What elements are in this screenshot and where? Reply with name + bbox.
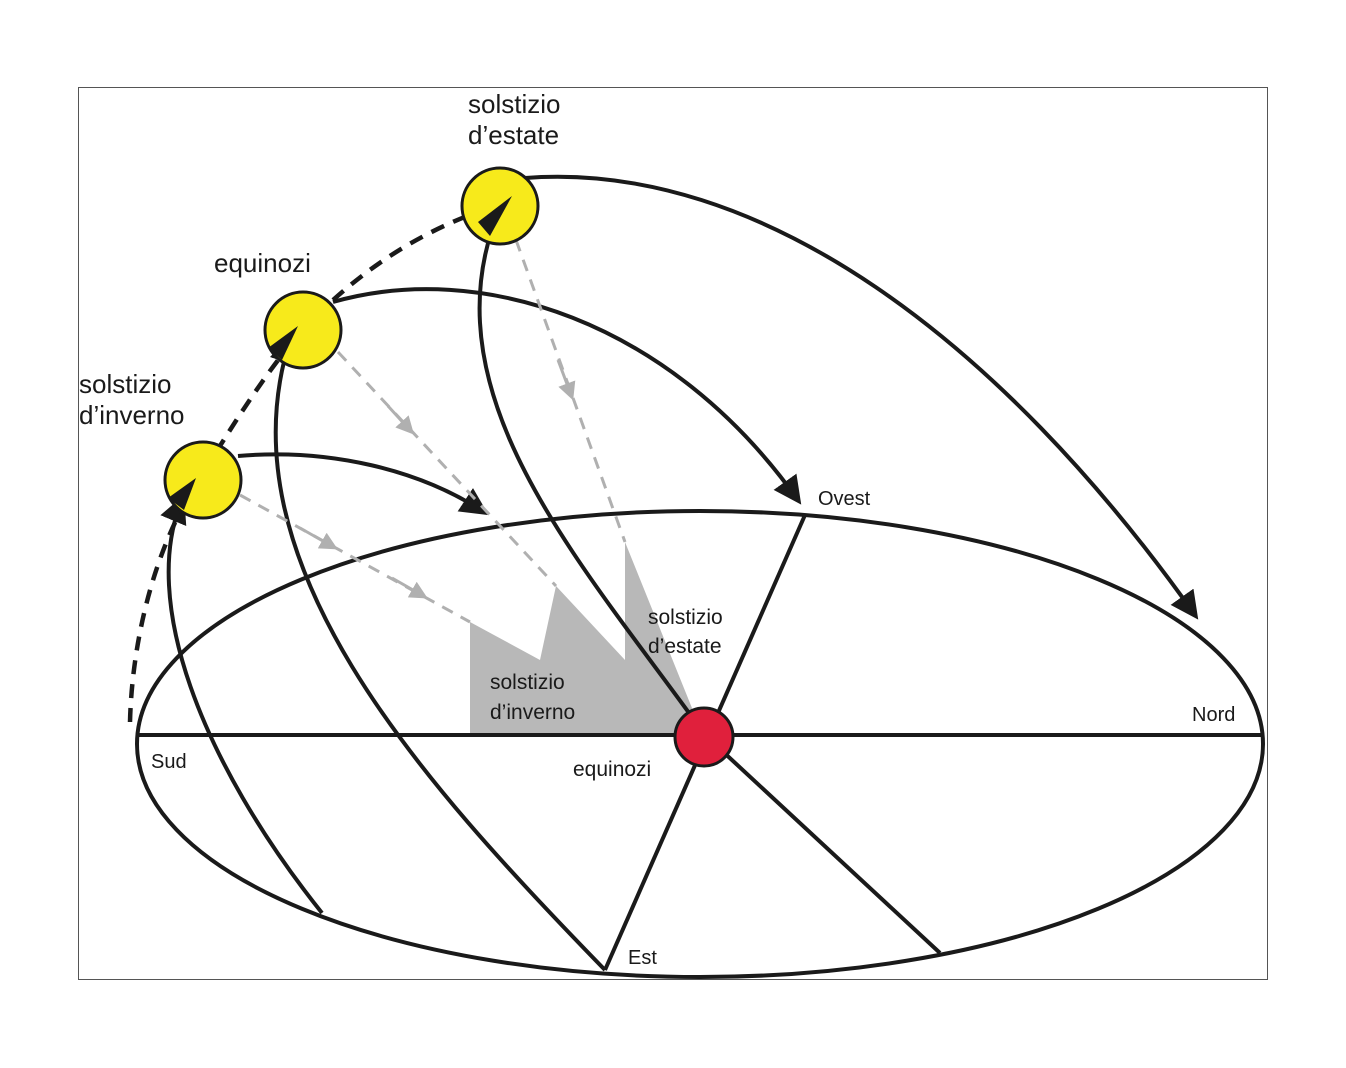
equinox-sun-label: equinozi bbox=[214, 248, 311, 278]
equinox-path-arc bbox=[332, 287, 802, 505]
declination-dashed-arc bbox=[127, 202, 499, 723]
winter-sun-label-line2: d’inverno bbox=[79, 400, 185, 430]
winter-path bbox=[160, 494, 324, 915]
summer-sun-label-line2: d’estate bbox=[468, 120, 559, 150]
sun-winter-icon bbox=[163, 440, 243, 520]
west-label: Ovest bbox=[818, 488, 871, 510]
summer-path bbox=[477, 197, 707, 737]
summer-path-arc bbox=[524, 174, 1199, 620]
winter-shadow-label-line1: solstizio bbox=[490, 671, 565, 694]
ray-summer-arrow bbox=[556, 359, 576, 401]
ray-equinox bbox=[336, 350, 558, 588]
ray-equinox-arrow bbox=[386, 404, 415, 435]
summer-shadow-label-line1: solstizio bbox=[648, 606, 723, 629]
winter-shadow-label-line2: d’inverno bbox=[490, 701, 575, 724]
shadow-winter bbox=[470, 542, 696, 735]
summer-shadow-label-line2: d’estate bbox=[648, 635, 722, 658]
diagram-frame bbox=[78, 87, 1268, 980]
observer-point bbox=[673, 706, 735, 768]
ne-line bbox=[703, 733, 942, 955]
south-label: Sud bbox=[151, 751, 187, 773]
sun-summer-icon bbox=[460, 166, 540, 246]
ray-winter bbox=[239, 493, 471, 624]
equinox-shadow-label: equinozi bbox=[573, 758, 651, 781]
horizon-ellipse bbox=[135, 509, 1265, 979]
summer-sun-label-line1: solstizio bbox=[468, 89, 560, 119]
ray-summer bbox=[514, 239, 627, 543]
ray-winter-arrow2 bbox=[391, 576, 428, 599]
winter-path-arc bbox=[237, 452, 489, 516]
sun-equinox-icon bbox=[263, 290, 343, 370]
winter-sun-label-line1: solstizio bbox=[79, 369, 171, 399]
north-label: Nord bbox=[1192, 704, 1235, 726]
east-label: Est bbox=[628, 947, 657, 969]
equinox-path bbox=[269, 334, 607, 972]
ray-winter-arrow1 bbox=[299, 526, 338, 550]
